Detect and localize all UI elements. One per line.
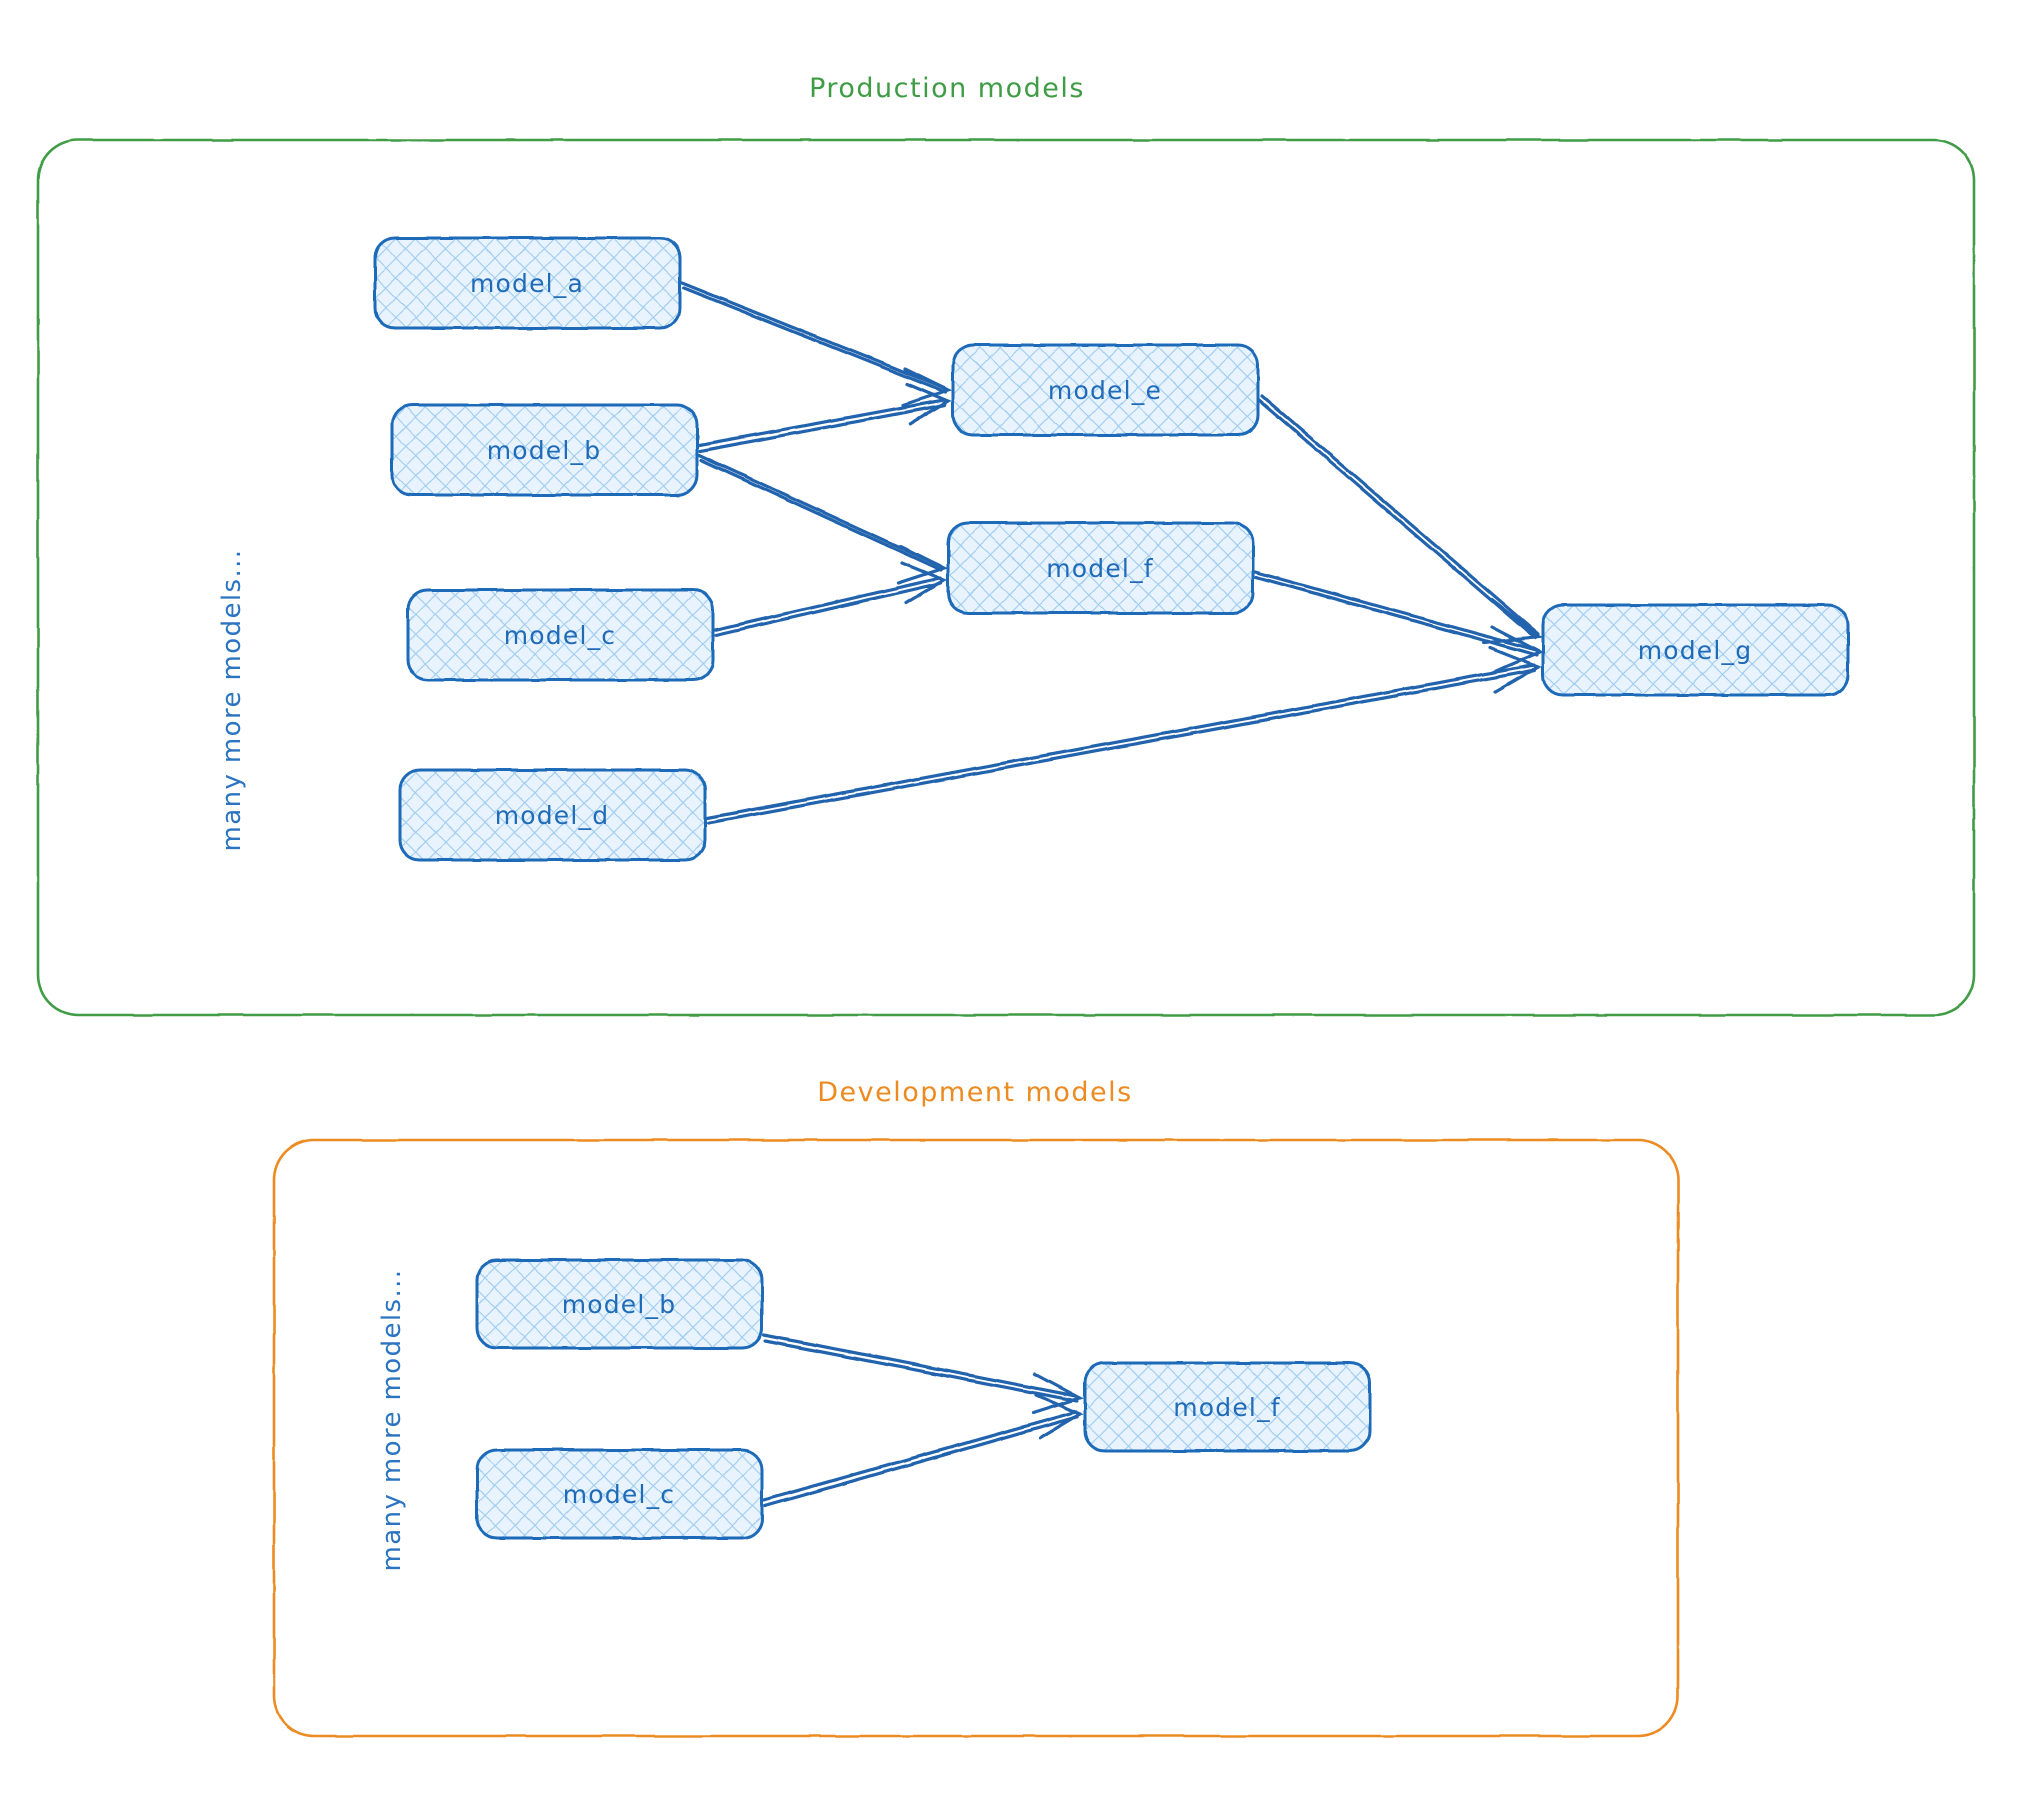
group-production: Production models many more models...	[36, 73, 1976, 1017]
production-group-title: Production models	[809, 73, 1085, 104]
edge-model-a-to-model-e	[680, 281, 953, 407]
node-model-c-label: model_c	[504, 621, 617, 650]
development-nodes: model_b model_c model_f	[475, 1258, 1372, 1540]
development-edges	[762, 1333, 1085, 1508]
production-group-frame	[36, 138, 1976, 1017]
edge-model-b-to-model-f	[697, 453, 949, 585]
node-model-c[interactable]: model_c	[406, 588, 715, 682]
node-model-e[interactable]: model_e	[951, 343, 1260, 437]
development-side-label: many more models...	[377, 1269, 407, 1572]
node-model-e-label: model_e	[1048, 376, 1162, 405]
edge-model-d-to-model-g	[705, 646, 1542, 825]
edge-dev-model-c-to-model-f	[762, 1393, 1084, 1508]
node-dev-model-c[interactable]: model_c	[475, 1448, 764, 1540]
node-model-a[interactable]: model_a	[373, 236, 682, 330]
node-model-f-label: model_f	[1046, 554, 1154, 583]
edge-model-f-to-model-g	[1253, 570, 1544, 675]
group-development: Development models many more models...	[272, 1077, 1680, 1738]
node-dev-model-b[interactable]: model_b	[475, 1258, 764, 1350]
production-edges	[680, 281, 1544, 825]
node-dev-model-f[interactable]: model_f	[1083, 1361, 1372, 1453]
node-dev-model-f-label: model_f	[1173, 1393, 1281, 1422]
node-model-g-label: model_g	[1638, 636, 1753, 665]
node-dev-model-c-label: model_c	[563, 1480, 676, 1509]
node-model-a-label: model_a	[470, 269, 584, 298]
node-model-b[interactable]: model_b	[390, 403, 699, 497]
edge-model-c-to-model-f	[713, 561, 948, 637]
development-group-title: Development models	[817, 1077, 1132, 1108]
edge-model-b-to-model-e	[697, 382, 952, 453]
production-nodes: model_a model_b model_c	[373, 236, 1850, 862]
node-dev-model-b-label: model_b	[562, 1290, 677, 1319]
production-side-label: many more models...	[217, 549, 247, 852]
node-model-d-label: model_d	[495, 801, 610, 830]
development-group-frame	[272, 1138, 1680, 1738]
edge-model-e-to-model-g	[1257, 394, 1544, 645]
node-model-d[interactable]: model_d	[398, 768, 707, 862]
node-model-g[interactable]: model_g	[1541, 603, 1850, 697]
edge-dev-model-b-to-model-f	[762, 1333, 1085, 1415]
node-model-b-label: model_b	[487, 436, 602, 465]
node-model-f[interactable]: model_f	[946, 521, 1255, 615]
